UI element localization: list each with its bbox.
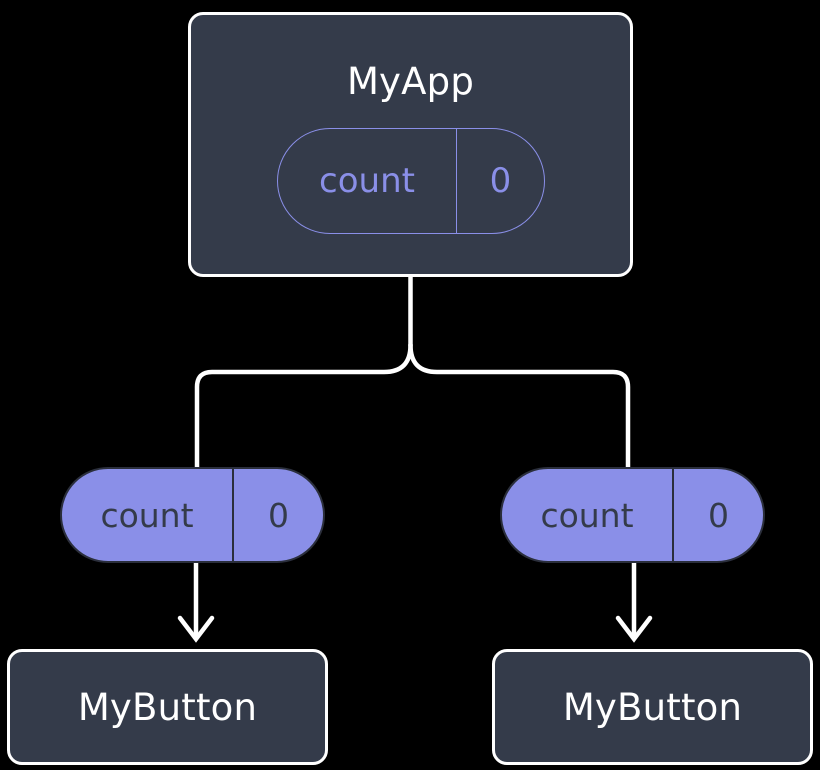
right-leaf-component-node[interactable]: MyButton	[492, 649, 813, 765]
root-state-value: 0	[489, 161, 512, 201]
root-state-pill[interactable]: count 0	[277, 128, 545, 234]
right-branch-state-key: count	[502, 469, 674, 561]
right-branch-state-value: 0	[708, 495, 729, 535]
left-branch-state-pill[interactable]: count 0	[60, 467, 325, 563]
left-leaf-component-node[interactable]: MyButton	[7, 649, 328, 765]
root-state-key: count	[278, 129, 457, 233]
right-leaf-component-label: MyButton	[562, 685, 743, 729]
left-pill-to-leaf-arrow	[177, 560, 215, 643]
left-branch-state-value: 0	[268, 495, 289, 535]
left-branch-state-key: count	[62, 469, 234, 561]
right-branch-state-pill[interactable]: count 0	[500, 467, 765, 563]
root-component-node[interactable]: MyApp	[188, 12, 633, 277]
root-to-branches-connector	[194, 274, 631, 472]
root-component-label: MyApp	[346, 60, 475, 103]
left-leaf-component-label: MyButton	[77, 685, 258, 729]
right-pill-to-leaf-arrow	[615, 560, 653, 643]
